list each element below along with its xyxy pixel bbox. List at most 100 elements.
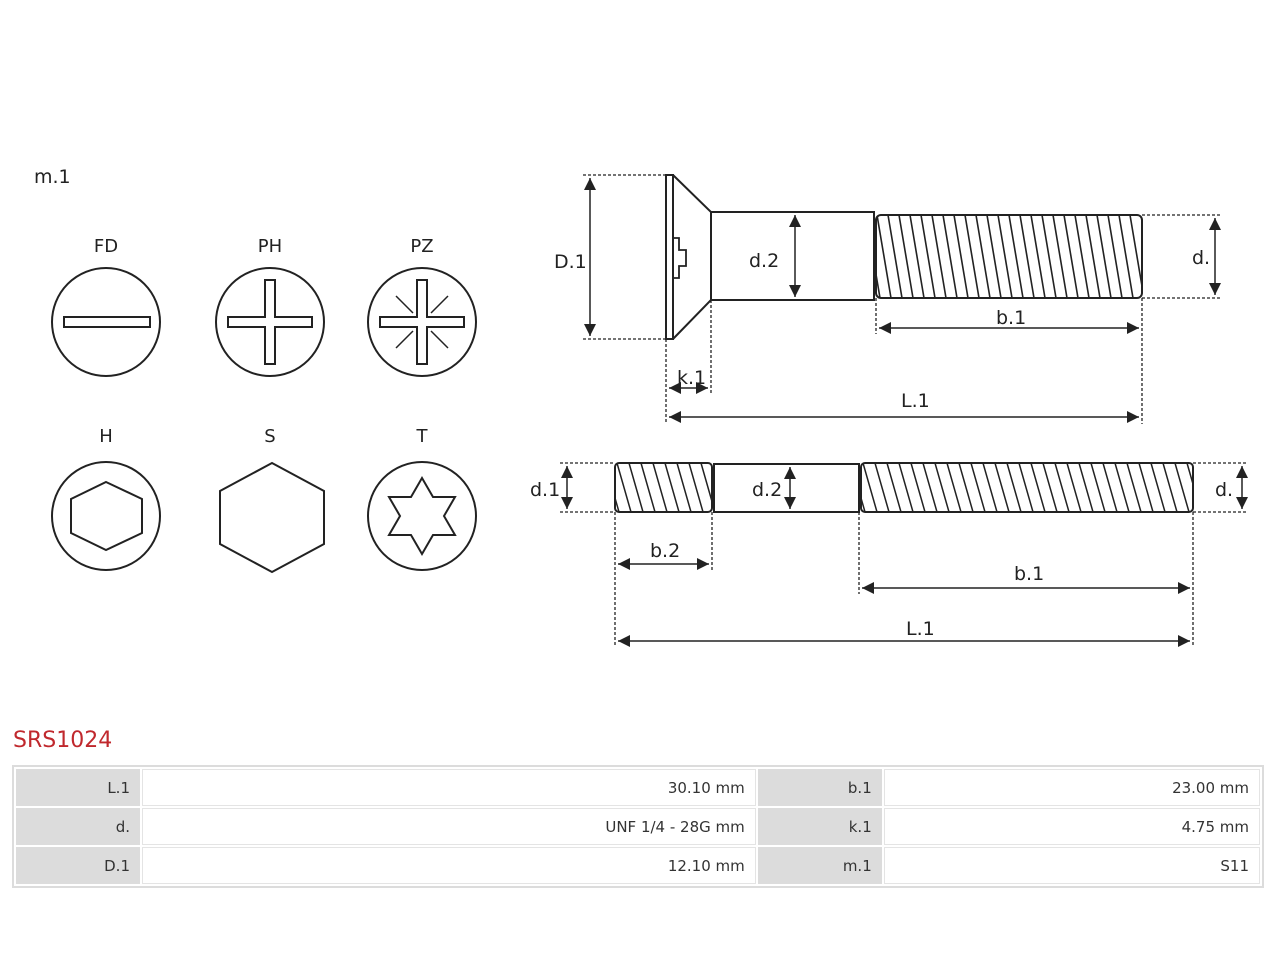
thread-line [1186,463,1193,512]
thread-line [1150,463,1166,512]
thread-line [1102,463,1118,512]
thread-line [1129,215,1142,298]
thread-line [970,463,986,512]
thread-line [922,463,938,512]
thread-line [1063,215,1079,298]
thread-line [874,463,890,512]
screw-label-d: d. [1192,247,1210,269]
screw-view [583,174,1222,424]
thread-line [1054,463,1070,512]
thread-line [920,215,936,298]
screw-head-cone [672,174,712,340]
thread-line [876,215,892,298]
thread-line [1030,463,1046,512]
stud-label-d: d. [1215,479,1233,501]
drive-ph-label: PH [258,236,282,257]
technical-drawing: m.1 FD PH PZ H S T [34,166,1248,647]
thread-line [1018,463,1034,512]
thread-line [1163,215,1177,298]
screw-thread [875,214,1143,299]
stud-thread-right [860,462,1194,513]
thread-line [1152,215,1166,298]
screw-dimension-labels: D.1 d.2 d. b.1 k.1 L.1 [554,247,1210,412]
drive-pz-label: PZ [410,236,433,257]
drive-t-label: T [416,426,429,447]
screw-label-d2: d.2 [749,250,779,272]
thread-line [713,463,727,512]
drive-t: T [367,426,477,571]
stud-shank [713,463,860,513]
screw-label-L1: L.1 [901,390,930,412]
thread-line [1096,215,1112,298]
thread-line [1199,463,1213,512]
table-row: L.1 30.10 mm b.1 23.00 mm [16,769,1260,806]
stud-label-b2: b.2 [650,540,680,562]
table-row: d. UNF 1/4 - 28G mm k.1 4.75 mm [16,808,1260,845]
thread-line [861,463,866,512]
spec-value: S11 [883,847,1260,884]
thread-line [1042,463,1058,512]
thread-line [664,463,680,512]
thread-line [700,463,712,512]
thread-line [616,463,632,512]
thread-line [931,215,947,298]
screw-shank [710,211,875,301]
thread-line [1085,215,1101,298]
spec-value: 12.10 mm [142,847,756,884]
spec-value: UNF 1/4 - 28G mm [142,808,756,845]
thread-line [1030,215,1046,298]
spec-key: D.1 [16,847,140,884]
stud-thread-left [614,462,713,513]
drive-h-label: H [99,426,113,447]
spec-value: 23.00 mm [883,769,1260,806]
thread-line [1140,215,1142,298]
thread-line [1126,463,1142,512]
thread-line [1074,215,1090,298]
thread-line [688,463,704,512]
stud-view [560,462,1248,647]
thread-line [1114,463,1130,512]
thread-line [910,463,926,512]
thread-line [725,463,739,512]
thread-line [1078,463,1094,512]
thread-line [862,463,878,512]
thread-line [640,463,656,512]
thread-line [1107,215,1123,298]
thread-line [1138,463,1154,512]
thread-line [982,463,998,512]
thread-line [1019,215,1035,298]
thread-line [964,215,980,298]
thread-line [942,215,958,298]
stud-label-d2: d.2 [752,479,782,501]
thread-line [1118,215,1134,298]
spec-key: L.1 [16,769,140,806]
stud-label-L1: L.1 [906,618,935,640]
spec-key: k.1 [757,808,882,845]
thread-line [953,215,969,298]
thread-line [1066,463,1082,512]
stud-label-b1: b.1 [1014,563,1044,585]
drive-s: S [219,426,325,574]
thread-line [946,463,962,512]
drive-s-label: S [264,426,275,447]
thread-line [1008,215,1024,298]
fd-slot-icon [51,267,161,377]
thread-line [975,215,991,298]
h-hex-socket-icon [51,461,161,571]
thread-line [652,463,668,512]
drive-h: H [51,426,161,571]
pz-pozidriv-icon [367,267,477,377]
thread-line [898,463,914,512]
spec-value: 30.10 mm [142,769,756,806]
table-row: D.1 12.10 mm m.1 S11 [16,847,1260,884]
thread-line [909,215,925,298]
thread-line [676,463,692,512]
thread-line [994,463,1010,512]
screw-head-face [665,174,674,340]
drive-fd: FD [51,236,161,377]
drive-fd-label: FD [94,236,118,257]
thread-line [615,463,620,512]
screw-label-b1: b.1 [996,307,1026,329]
thread-line [887,215,903,298]
screw-label-D1: D.1 [554,251,587,273]
